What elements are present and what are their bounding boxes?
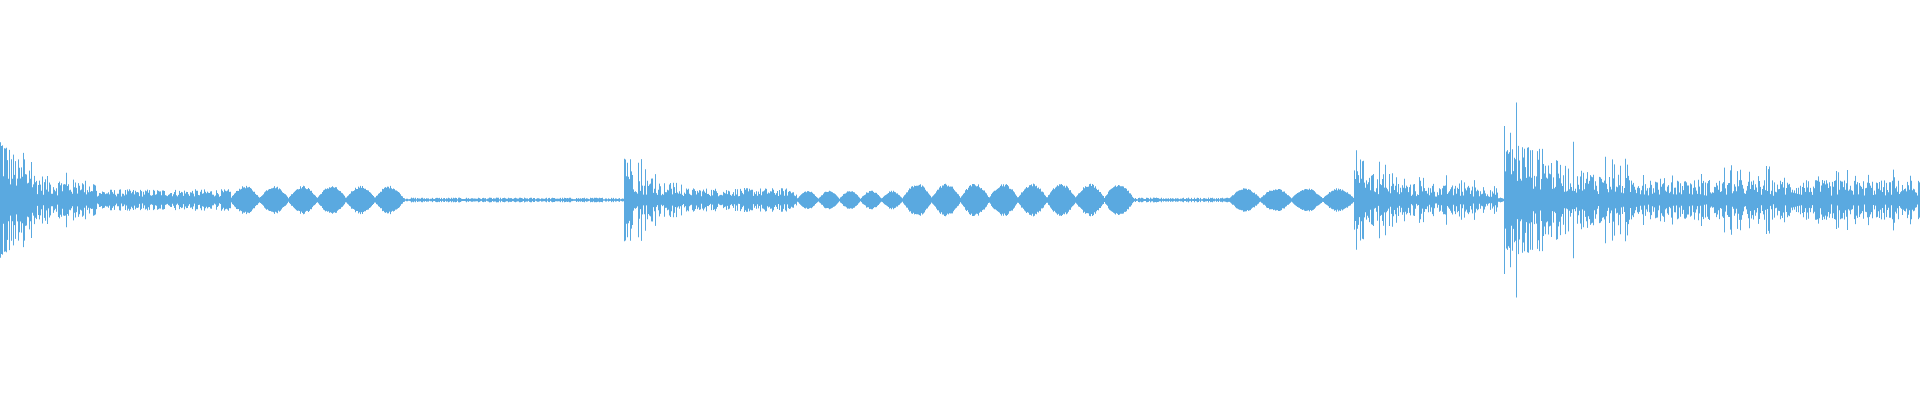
waveform-samples (0, 102, 1920, 298)
